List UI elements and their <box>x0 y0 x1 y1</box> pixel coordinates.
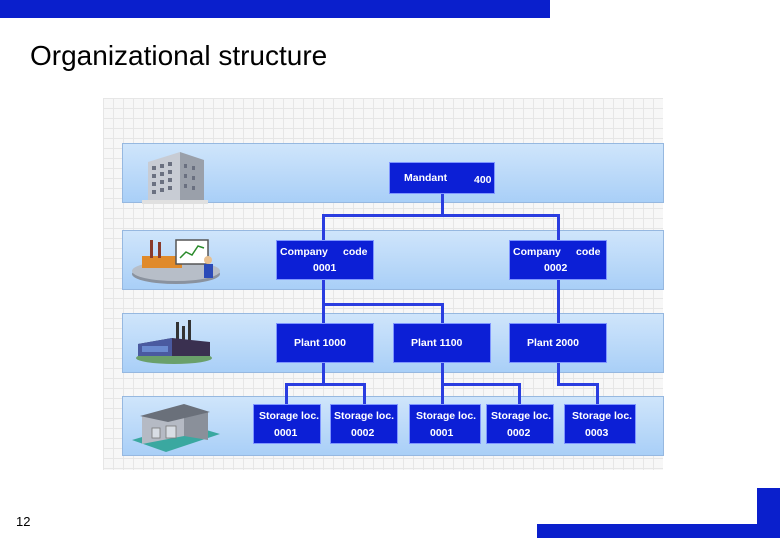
page-number: 12 <box>16 514 31 529</box>
connector-sloc-bar-3 <box>557 383 599 386</box>
bottom-accent-block <box>757 488 777 528</box>
node-label: Plant 1100 <box>411 337 463 349</box>
connector-sloc-2 <box>363 383 366 405</box>
node-company-code-1: Company code 0001 <box>276 240 374 280</box>
node-storage-loc-4: Storage loc. 0002 <box>486 404 554 444</box>
connector-plant2000-down <box>557 362 560 384</box>
node-plant-1000: Plant 1000 <box>276 323 374 363</box>
connector-plant-bar <box>322 303 444 306</box>
node-label: Storage loc. <box>572 410 633 422</box>
node-value: 0001 <box>313 262 337 274</box>
node-storage-loc-5: Storage loc. 0003 <box>564 404 636 444</box>
node-value: 400 <box>474 174 492 186</box>
node-label-2: code <box>576 246 601 258</box>
connector-sloc-bar-1 <box>285 383 365 386</box>
node-company-code-2: Company code 0002 <box>509 240 607 280</box>
bottom-accent-bar <box>537 524 780 538</box>
node-label: Storage loc. <box>259 410 320 422</box>
connector-company-bar <box>322 214 560 217</box>
node-plant-2000: Plant 2000 <box>509 323 607 363</box>
node-value: 0001 <box>430 427 454 439</box>
node-value: 0001 <box>274 427 298 439</box>
node-label: Storage loc. <box>491 410 552 422</box>
node-label: Storage loc. <box>416 410 477 422</box>
warehouse-icon <box>132 404 220 452</box>
connector-company1-down <box>322 280 325 325</box>
node-label: Plant 2000 <box>527 337 579 349</box>
node-label: Company <box>513 246 561 258</box>
connector-sloc-bar-2 <box>441 383 521 386</box>
node-label-2: code <box>343 246 368 258</box>
node-label: Mandant <box>404 172 448 184</box>
node-mandant: Mandant 400 <box>389 162 495 194</box>
factory-icon <box>136 320 212 364</box>
node-storage-loc-3: Storage loc. 0001 <box>409 404 481 444</box>
connector-company-1 <box>322 214 325 240</box>
top-accent-bar <box>0 0 550 18</box>
node-storage-loc-2: Storage loc. 0002 <box>330 404 398 444</box>
connector-company2-down <box>557 280 560 325</box>
node-label: Plant 1000 <box>294 337 346 349</box>
node-label: Storage loc. <box>334 410 395 422</box>
office-building-icon <box>142 152 208 204</box>
slide-title: Organizational structure <box>30 40 328 71</box>
node-value: 0002 <box>351 427 375 439</box>
node-value: 0002 <box>507 427 531 439</box>
bottom-accent-edge <box>777 488 780 538</box>
connector-mandant-down <box>441 193 444 215</box>
node-storage-loc-1: Storage loc. 0001 <box>253 404 321 444</box>
node-value: 0003 <box>585 427 609 439</box>
analyst-chart-icon <box>132 239 220 284</box>
node-label: Company <box>280 246 328 258</box>
connector-plant-1100 <box>441 303 444 325</box>
connector-sloc-4 <box>518 383 521 405</box>
connector-sloc-1 <box>285 383 288 405</box>
connector-company-2 <box>557 214 560 240</box>
node-value: 0002 <box>544 262 568 274</box>
connector-sloc-5 <box>596 383 599 405</box>
node-plant-1100: Plant 1100 <box>393 323 491 363</box>
connector-plant1000-down <box>322 362 325 384</box>
